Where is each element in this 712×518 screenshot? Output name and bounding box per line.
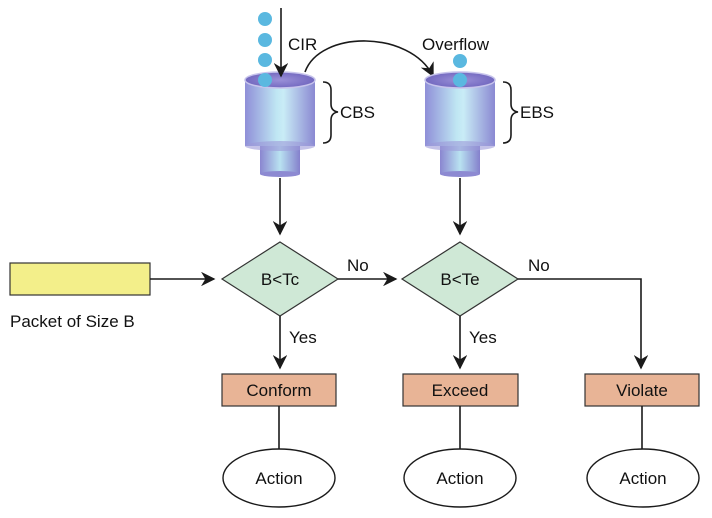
action-label-3: Action [619,469,666,488]
no-branch-2-arrow [518,278,649,370]
exceed-label: Exceed [432,381,489,400]
action-label-2: Action [436,469,483,488]
action-label-1: Action [255,469,302,488]
decision-committed-label: B<Tc [261,270,300,289]
overflow-label: Overflow [422,35,490,54]
conform-label: Conform [246,381,311,400]
action-ellipse-2 [403,448,517,508]
token [453,54,467,68]
conform-box [221,373,337,407]
yes-branch-2-label: Yes [469,328,497,347]
packet-box [9,262,151,296]
token [453,73,467,87]
no-branch-1-label: No [347,256,369,275]
ebs-label: EBS [520,103,554,122]
token [258,73,272,87]
exceed-box [402,373,519,407]
cbs-brace [322,81,339,144]
cir-label: CIR [288,35,317,54]
token [258,12,272,26]
ebs-bucket [424,71,496,177]
overflow-tokens [453,54,467,87]
no-branch-2-label: No [528,256,550,275]
action-ellipse-3 [586,448,700,508]
overflow-arrow [304,40,434,78]
cbs-label: CBS [340,103,375,122]
ebs-brace [502,81,519,144]
cbs-bucket [244,71,316,177]
yes-branch-1-label: Yes [289,328,317,347]
violate-box [584,373,700,407]
token [258,53,272,67]
token [258,33,272,47]
violate-label: Violate [616,381,668,400]
decision-excess-label: B<Te [440,270,479,289]
action-ellipse-1 [222,448,336,508]
packet-label: Packet of Size B [10,312,135,331]
cir-token-stream [258,12,272,87]
